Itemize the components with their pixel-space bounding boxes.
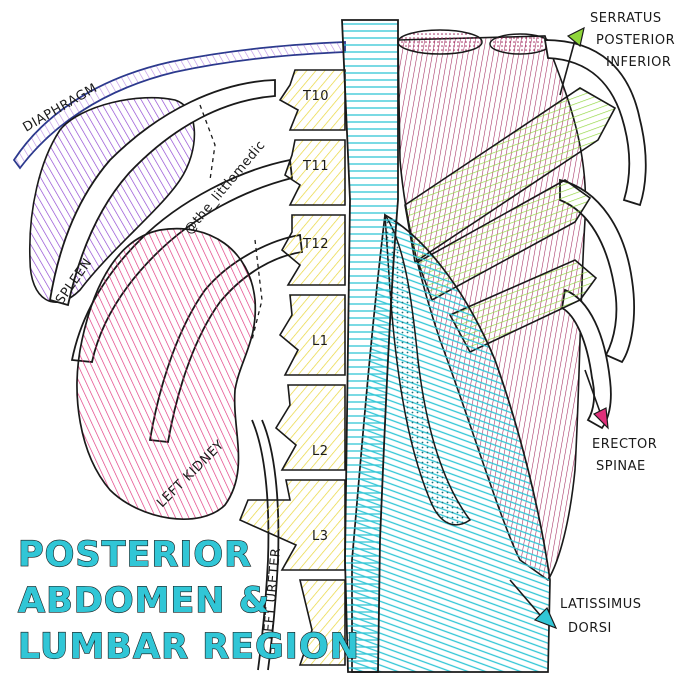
serratus-label-line3: INFERIOR	[606, 55, 671, 70]
left-kidney-shape	[76, 227, 257, 520]
midline-strip	[341, 19, 399, 673]
erector-spinae-top-right	[489, 33, 551, 55]
erector-label-line2: SPINAE	[596, 459, 646, 474]
diaphragm-stripes	[14, 42, 345, 168]
erector-label-line1: ERECTOR	[592, 437, 657, 452]
left-ureter-path-2	[261, 419, 280, 671]
latissimus-label-line2: DORSI	[568, 621, 612, 636]
vertebra-T11-shape	[284, 139, 346, 206]
latissimus-label-line1: LATISSIMUS	[560, 597, 642, 612]
vertebra-L4-shape	[298, 579, 346, 666]
rib-10	[48, 79, 276, 307]
vertebra-label-L1: L1	[312, 334, 329, 349]
erector-spinae-top-left	[397, 29, 483, 55]
vertebra-L3-shape	[238, 479, 346, 571]
right-rib-lower	[561, 288, 612, 430]
vertebra-L1-shape	[278, 294, 346, 376]
vertebra-L2-shape	[274, 384, 346, 471]
dashed-guide-1	[199, 104, 216, 181]
vertebra-label-T10: T10	[302, 89, 329, 104]
arrow-down-right-icon	[509, 579, 558, 630]
serratus-label-line2: POSTERIOR	[596, 33, 675, 48]
vertebra-T12-shape	[280, 214, 346, 286]
title-line-1: POSTERIOR	[18, 535, 252, 575]
thoracolumbar-fascia	[384, 212, 472, 526]
serratus-posterior-inferior	[404, 87, 617, 354]
left-ureter-path	[251, 419, 270, 671]
vertebra-label-L2: L2	[312, 444, 329, 459]
arrow-down-right-icon	[584, 369, 609, 430]
vertebra-label-L3: L3	[312, 529, 329, 544]
right-rib-upper	[543, 39, 647, 207]
arrow-up-right-icon	[559, 26, 585, 96]
title-line-3: LUMBAR REGION	[18, 627, 360, 667]
vertebra-label-T11: T11	[302, 159, 329, 174]
vertebra-label-T12: T12	[302, 237, 329, 252]
vertebral-column	[238, 69, 346, 666]
title-line-2: ABDOMEN &	[18, 581, 270, 621]
serratus-label-line1: SERRATUS	[590, 11, 662, 26]
